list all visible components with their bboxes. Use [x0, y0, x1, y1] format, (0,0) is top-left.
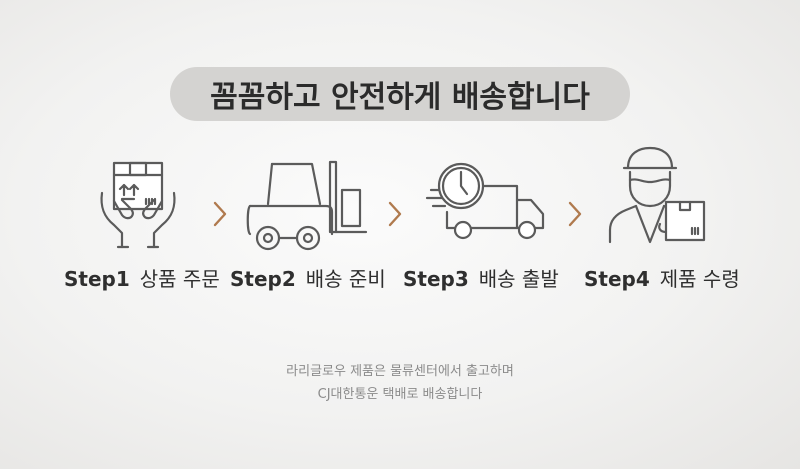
footer-line-2: CJ대한통운 택배로 배송합니다 [317, 387, 483, 402]
chevron-right-icon [568, 201, 582, 227]
step-number: Step4 [584, 267, 650, 291]
chevron-right-icon [388, 201, 402, 227]
step-number: Step1 [64, 267, 130, 291]
forklift-icon [246, 160, 368, 251]
step-3-label: Step3 배송 출발 [403, 263, 559, 292]
step-number: Step3 [403, 267, 469, 291]
step-title: 상품 주문 [139, 267, 220, 291]
step-2-label: Step2 배송 준비 [230, 263, 386, 292]
box-in-hands-icon [100, 161, 176, 249]
courier-with-box-icon [608, 146, 706, 244]
step-title: 배송 출발 [478, 267, 559, 291]
step-title: 제품 수령 [659, 267, 740, 291]
step-title: 배송 준비 [305, 267, 386, 291]
chevron-right-icon [213, 201, 227, 227]
delivery-truck-clock-icon [425, 162, 545, 240]
headline-text: 꼼꼼하고 안전하게 배송합니다 [210, 80, 590, 115]
step-number: Step2 [230, 267, 296, 291]
headline-pill: 꼼꼼하고 안전하게 배송합니다 [170, 67, 630, 121]
step-1-label: Step1 상품 주문 [64, 263, 220, 292]
step-4-label: Step4 제품 수령 [584, 263, 740, 292]
footer-line-1: 라리글로우 제품은 물류센터에서 출고하며 [286, 364, 514, 379]
